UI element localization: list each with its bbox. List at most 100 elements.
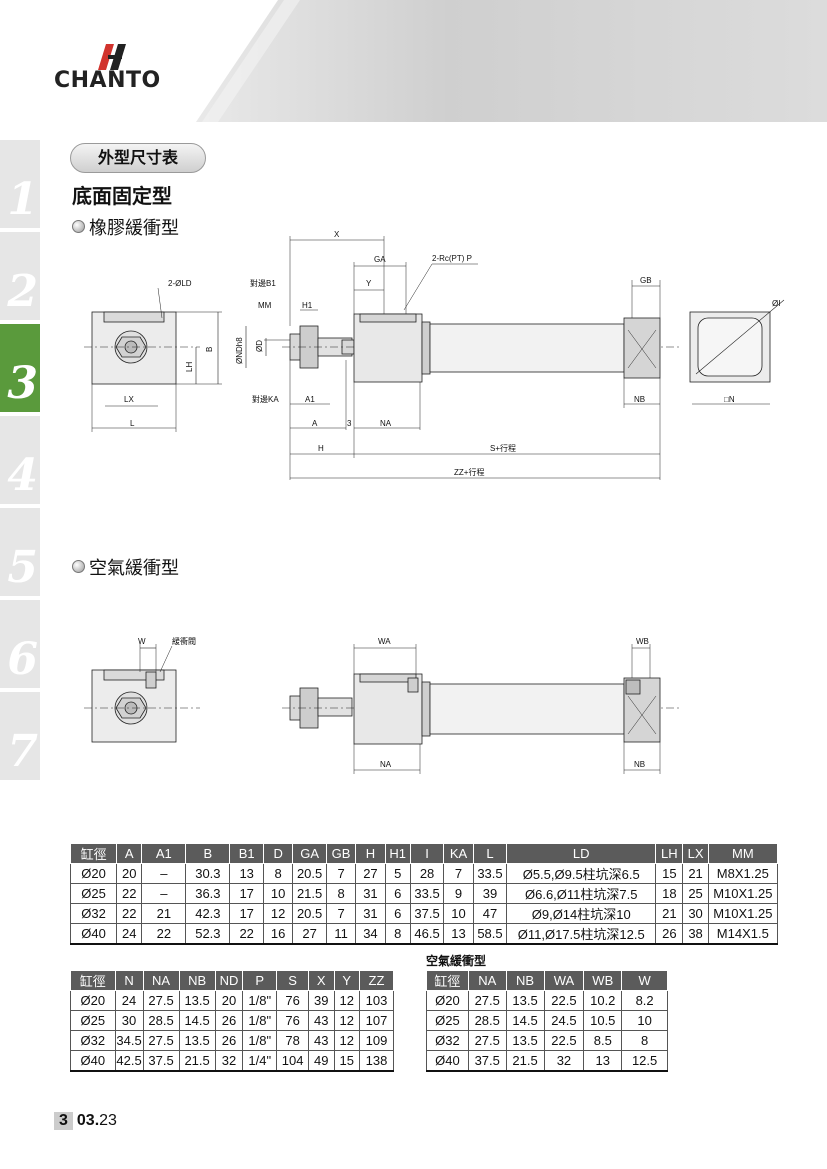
- col-header: W: [621, 970, 668, 991]
- header-band: [196, 0, 827, 122]
- table-cell: 37.5: [142, 1050, 180, 1072]
- table-air-header: 缸徑 NA NB WA WB W: [426, 970, 668, 991]
- col-header: NA: [142, 970, 180, 991]
- label-x: X: [334, 230, 340, 239]
- chapter-tab-7[interactable]: 7: [0, 692, 40, 780]
- table-cell: 8: [325, 883, 357, 904]
- chapter-tab-label: 2: [7, 266, 38, 317]
- table-cell: 39: [472, 883, 508, 904]
- table-cell: 109: [358, 1030, 395, 1051]
- table-cell: 7: [325, 863, 357, 884]
- chapter-tab-label: 6: [7, 634, 38, 685]
- table-cell: 26: [214, 1030, 244, 1051]
- table-cell: Ø25: [70, 1010, 116, 1031]
- table-cell: 21: [682, 863, 709, 884]
- table-cell: 42.5: [114, 1050, 144, 1072]
- chapter-tab-1[interactable]: 1: [0, 140, 40, 228]
- table-cell: 13: [229, 863, 264, 884]
- table-cell: 103: [358, 990, 395, 1011]
- col-header: KA: [443, 843, 474, 864]
- table-cell: 104: [276, 1050, 310, 1072]
- col-header: ND: [214, 970, 244, 991]
- table-cell: Ø40: [70, 1050, 116, 1072]
- col-header: P: [242, 970, 278, 991]
- label-cushion-valve: 緩衝閥: [172, 636, 196, 646]
- chapter-tab-5[interactable]: 5: [0, 508, 40, 596]
- table-cell: 15: [333, 1050, 360, 1072]
- table-cell: 11: [325, 923, 357, 945]
- table-cell: 138: [358, 1050, 395, 1072]
- table-cell: 22: [116, 903, 143, 924]
- subhead-air-text: 空氣緩衝型: [89, 558, 179, 579]
- table-cell: 37.5: [467, 1050, 507, 1072]
- table-cell: 22.5: [543, 1030, 585, 1051]
- subhead-rubber-text: 橡膠緩衝型: [89, 218, 179, 239]
- table-cell: 37.5: [409, 903, 445, 924]
- subhead-air: 空氣緩衝型: [72, 554, 179, 580]
- chapter-tab-6[interactable]: 6: [0, 600, 40, 688]
- brand-name: CHANTO: [54, 68, 161, 93]
- label-ld: 2-ØLD: [168, 279, 192, 288]
- table-cell: 32: [214, 1050, 244, 1072]
- table-cell: 8.2: [621, 990, 668, 1011]
- table-cell: 18: [655, 883, 684, 904]
- label-a1: A1: [305, 395, 315, 404]
- table-cell: 21: [655, 903, 684, 924]
- table-cell: 38: [682, 923, 709, 945]
- chapter-tab-label: 3: [7, 358, 38, 409]
- table-cell: 17: [229, 883, 264, 904]
- label-na: NA: [380, 419, 392, 428]
- table-cell: 30.3: [185, 863, 231, 884]
- table-cell: 28.5: [467, 1010, 507, 1031]
- chapter-tab-label: 4: [7, 450, 38, 501]
- table-cell: 43: [308, 1010, 335, 1031]
- table-cell: 28: [409, 863, 445, 884]
- page-chapter-box: 3: [54, 1112, 73, 1130]
- col-header: L: [472, 843, 508, 864]
- col-header: 缸徑: [426, 970, 469, 991]
- table-cell: M14X1.5: [707, 923, 779, 945]
- col-header: WA: [543, 970, 585, 991]
- table-cell: 8: [384, 923, 411, 945]
- table-cell: 13: [583, 1050, 623, 1072]
- table-cell: Ø25: [426, 1010, 469, 1031]
- table-cell: 33.5: [472, 863, 508, 884]
- section-pill: 外型尺寸表: [70, 143, 206, 173]
- table-cell: 30: [114, 1010, 144, 1031]
- table-cell: –: [141, 863, 187, 884]
- table-cell: 10: [262, 883, 294, 904]
- col-header: A: [116, 843, 143, 864]
- col-header: GA: [292, 843, 327, 864]
- drawing-rubber-cushion: 2-ØLD 對邊B1 MM H1 X GA Y 2-Rc(PT) P GB ØI…: [84, 230, 785, 480]
- table-cell: Ø11,Ø17.5柱坑深12.5: [506, 923, 657, 945]
- chapter-tab-3[interactable]: 3: [0, 324, 40, 412]
- page-title: 底面固定型: [72, 184, 172, 208]
- col-header: MM: [707, 843, 779, 864]
- table-cell: 31: [355, 903, 386, 924]
- table-cell: 26: [214, 1010, 244, 1031]
- table-cell: 20.5: [292, 863, 327, 884]
- chapter-tab-label: 5: [7, 542, 38, 593]
- label-nb: NB: [634, 395, 645, 404]
- table-cell: 21.5: [178, 1050, 216, 1072]
- table-cell: 10.2: [583, 990, 623, 1011]
- table-cell: Ø20: [69, 863, 118, 884]
- table-cell: 16: [262, 923, 294, 945]
- bullet-icon: [72, 560, 85, 573]
- table-secondary-header: 缸徑 N NA NB ND P S X Y ZZ: [70, 970, 395, 991]
- label-h1: H1: [302, 301, 313, 310]
- table-cell: Ø32: [70, 1030, 116, 1051]
- table-cell: 8: [262, 863, 294, 884]
- table-cell: 20: [116, 863, 143, 884]
- col-header: WB: [583, 970, 623, 991]
- chapter-tab-2[interactable]: 2: [0, 232, 40, 320]
- table-cell: M10X1.25: [707, 903, 779, 924]
- chapter-tab-4[interactable]: 4: [0, 416, 40, 504]
- chapter-tab-label: 7: [7, 726, 38, 777]
- col-header: B1: [229, 843, 264, 864]
- col-header: X: [308, 970, 335, 991]
